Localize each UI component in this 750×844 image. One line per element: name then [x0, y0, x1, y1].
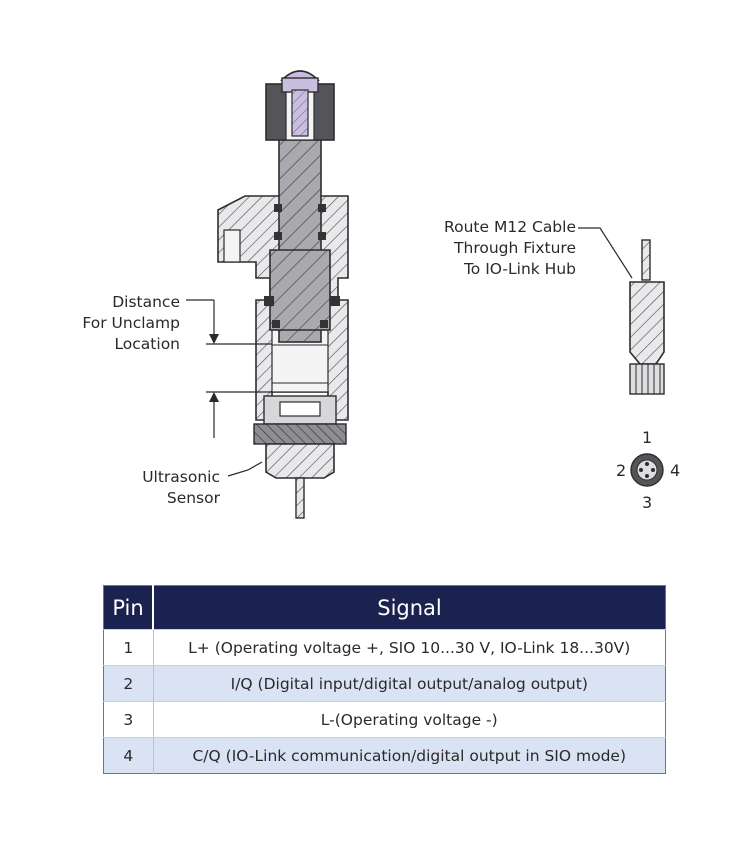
cross-section-drawing [186, 70, 665, 519]
distance-dimension [186, 299, 272, 438]
distance-label-line-2: For Unclamp [82, 314, 180, 332]
pin-column-header: Pin [103, 585, 154, 630]
o-ring-seals [264, 204, 340, 328]
piston-rod [269, 111, 331, 343]
route-leader-line [578, 227, 633, 279]
signal-column-header: Signal [153, 585, 666, 630]
pin-label-bottom: 3 [642, 493, 653, 512]
sensor-leader-line [227, 461, 263, 477]
pin-cell: 2 [103, 665, 154, 702]
pin-cell: 1 [103, 629, 154, 666]
pin-label-top: 1 [642, 428, 653, 447]
table-header-row: Pin Signal [103, 585, 666, 630]
distance-label-line-1: Distance [112, 293, 180, 311]
sensor-label: Ultrasonic Sensor [110, 467, 220, 509]
pin-cell: 4 [103, 737, 154, 774]
pin-label-right: 4 [670, 461, 681, 480]
table-row: 4 C/Q (IO-Link communication/digital out… [103, 737, 666, 774]
signal-cell: L+ (Operating voltage +, SIO 10...30 V, … [153, 629, 666, 666]
route-cable-label: Route M12 Cable Through Fixture To IO-Li… [400, 217, 576, 280]
table-row: 3 L-(Operating voltage -) [103, 701, 666, 738]
signal-cell: I/Q (Digital input/digital output/analog… [153, 665, 666, 702]
ultrasonic-sensor-body [253, 395, 347, 519]
route-label-line-3: To IO-Link Hub [463, 260, 576, 278]
clamp-nut [265, 70, 335, 141]
distance-label-line-3: Location [114, 335, 180, 353]
distance-label: Distance For Unclamp Location [60, 292, 180, 355]
route-label-line-2: Through Fixture [454, 239, 576, 257]
m12-pin-face-icon [630, 453, 664, 487]
pin-cell: 3 [103, 701, 154, 738]
table-row: 1 L+ (Operating voltage +, SIO 10...30 V… [103, 629, 666, 666]
m12-cable-connector [629, 239, 665, 395]
signal-cell: C/Q (IO-Link communication/digital outpu… [153, 737, 666, 774]
sensor-label-line-2: Sensor [166, 489, 220, 507]
pin-signal-table: Pin Signal 1 L+ (Operating voltage +, SI… [103, 585, 666, 774]
route-label-line-1: Route M12 Cable [444, 218, 576, 236]
clamp-sensor-diagram: Distance For Unclamp Location Ultrasonic… [60, 70, 681, 519]
sensor-label-line-1: Ultrasonic [142, 468, 220, 486]
signal-cell: L-(Operating voltage -) [153, 701, 666, 738]
pin-label-left: 2 [616, 461, 627, 480]
table-row: 2 I/Q (Digital input/digital output/anal… [103, 665, 666, 702]
